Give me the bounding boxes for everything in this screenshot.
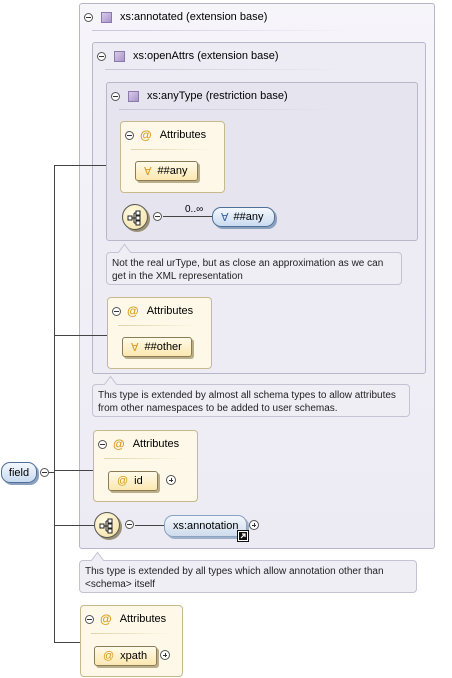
sequence-icon — [99, 518, 113, 534]
id-attribute[interactable]: @ id — [108, 471, 158, 491]
collapse-icon[interactable] — [84, 12, 93, 22]
at-sign-icon: @ — [103, 650, 115, 662]
reference-arrow-icon — [237, 530, 249, 542]
attributes-header: @ Attributes — [112, 304, 193, 318]
any-type-sequence[interactable] — [122, 204, 148, 230]
expand-icon[interactable] — [166, 475, 176, 485]
expand-icon[interactable] — [249, 520, 259, 530]
any-type-header: xs:anyType (restriction base) — [111, 88, 288, 104]
collapse-icon[interactable] — [125, 130, 134, 140]
field-element-label: field — [8, 466, 30, 479]
branch-any-type — [54, 165, 106, 166]
annotated-attributes-box: @ Attributes @ id — [93, 430, 198, 502]
header-divider — [92, 30, 352, 31]
any-type-title: xs:anyType (restriction base) — [147, 90, 288, 102]
annotated-header: xs:annotated (extension base) — [84, 9, 267, 25]
collapse-icon[interactable] — [125, 520, 134, 529]
xpath-attribute[interactable]: @ xpath — [94, 646, 157, 666]
root-connector — [49, 472, 55, 473]
xpath-attribute-label: xpath — [120, 650, 148, 662]
any-attribute-label: ##any — [157, 165, 188, 177]
attributes-divider — [131, 149, 211, 150]
open-attrs-attributes-box: @ Attributes ∀ ##other — [107, 297, 212, 369]
wildcard-icon: ∀ — [221, 211, 229, 224]
attributes-divider — [118, 325, 198, 326]
occurrence-label: 0..∞ — [185, 204, 204, 215]
field-element[interactable]: field — [1, 462, 37, 483]
attributes-label: Attributes — [159, 129, 207, 141]
collapse-icon[interactable] — [85, 614, 94, 624]
expand-icon[interactable] — [160, 650, 170, 660]
sequence-icon — [127, 210, 141, 226]
annotated-annotation-text: This type is extended by all types which… — [85, 566, 384, 590]
collapse-icon[interactable] — [111, 91, 120, 101]
attributes-label: Attributes — [119, 613, 167, 625]
connector-line — [163, 216, 213, 217]
collapse-icon[interactable] — [112, 306, 121, 316]
branch-field-attrs — [54, 642, 80, 643]
branch-annotated-attrs — [54, 470, 93, 471]
annotation-element[interactable]: xs:annotation — [164, 515, 247, 537]
any-element-wildcard[interactable]: ∀ ##any — [212, 207, 275, 227]
at-sign-icon: @ — [117, 475, 129, 487]
connector-line — [135, 525, 165, 526]
at-sign-icon: @ — [113, 437, 125, 451]
branch-open-attrs — [54, 335, 107, 336]
open-attrs-header: xs:openAttrs (extension base) — [97, 48, 279, 64]
attributes-header: @ Attributes — [98, 437, 179, 451]
attributes-label: Attributes — [132, 438, 180, 450]
annotated-title: xs:annotated (extension base) — [120, 11, 268, 23]
at-sign-icon: @ — [100, 612, 112, 626]
field-attributes-box: @ Attributes @ xpath — [80, 605, 183, 677]
any-type-annotation: Not the real urType, but as close an app… — [106, 252, 402, 285]
any-type-attributes-box: @ Attributes ∀ ##any — [120, 121, 225, 193]
attributes-header: @ Attributes — [85, 612, 166, 626]
at-sign-icon: @ — [140, 128, 152, 142]
annotated-sequence[interactable] — [94, 512, 120, 538]
header-divider — [119, 109, 339, 110]
attributes-divider — [91, 633, 171, 634]
attributes-header: @ Attributes — [125, 128, 206, 142]
open-attrs-annotation: This type is extended by almost all sche… — [92, 384, 410, 417]
other-attribute-wildcard[interactable]: ∀ ##other — [122, 337, 192, 357]
complex-type-icon — [114, 50, 125, 62]
annotation-element-label: xs:annotation — [173, 520, 239, 532]
header-divider — [105, 69, 345, 70]
any-attribute-wildcard[interactable]: ∀ ##any — [135, 161, 198, 181]
wildcard-icon: ∀ — [144, 165, 152, 178]
collapse-icon[interactable] — [153, 212, 162, 221]
annotated-annotation: This type is extended by all types which… — [79, 560, 417, 593]
open-attrs-title: xs:openAttrs (extension base) — [133, 50, 279, 62]
other-attribute-label: ##other — [144, 341, 182, 353]
complex-type-icon — [101, 11, 112, 23]
attributes-label: Attributes — [146, 305, 194, 317]
collapse-icon[interactable] — [97, 51, 106, 61]
at-sign-icon: @ — [127, 304, 139, 318]
branch-sequence — [54, 525, 94, 526]
id-attribute-label: id — [134, 475, 143, 487]
complex-type-icon — [128, 90, 139, 102]
collapse-icon[interactable] — [40, 468, 49, 477]
any-element-label: ##any — [233, 211, 264, 223]
attributes-divider — [104, 458, 184, 459]
tree-trunk — [54, 165, 55, 643]
wildcard-icon: ∀ — [131, 341, 139, 354]
collapse-icon[interactable] — [98, 439, 107, 449]
